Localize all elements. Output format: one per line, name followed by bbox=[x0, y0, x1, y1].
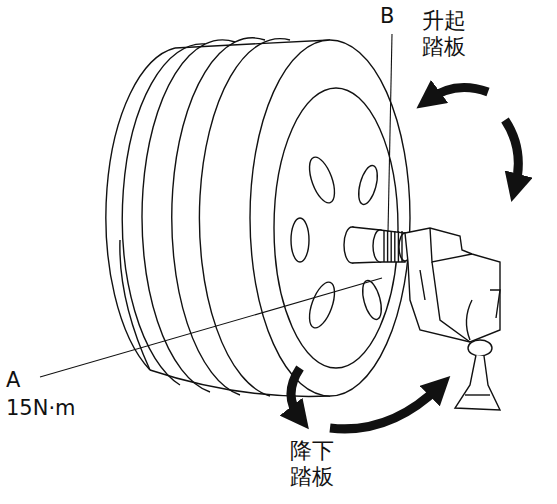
label-holder: 降下 踏板 bbox=[290, 438, 336, 491]
label-holder: A bbox=[6, 368, 20, 392]
thread-stroke bbox=[383, 231, 384, 262]
part-label: B bbox=[380, 4, 394, 28]
part-label: A bbox=[6, 368, 20, 392]
thread-stroke bbox=[387, 231, 388, 262]
thread-stroke bbox=[398, 231, 399, 262]
thread-stroke bbox=[394, 231, 395, 262]
action-label: 降下 踏板 bbox=[290, 438, 336, 491]
part-label: 15N·m bbox=[6, 396, 76, 420]
label-holder: 15N·m bbox=[6, 396, 76, 420]
label-holder: B bbox=[380, 4, 394, 28]
thread-stroke bbox=[401, 231, 402, 262]
action-label: 升起 踏板 bbox=[422, 8, 468, 61]
thread-stroke bbox=[391, 231, 392, 262]
label-holder: 升起 踏板 bbox=[422, 8, 468, 61]
